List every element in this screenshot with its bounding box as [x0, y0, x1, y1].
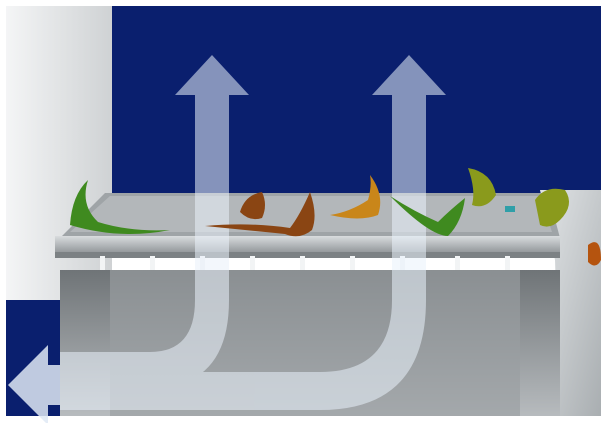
- navy-backdrop: [112, 6, 601, 210]
- ledge-front: [55, 236, 560, 254]
- ledge-marker: [505, 206, 515, 212]
- ledge-lip: [55, 252, 560, 258]
